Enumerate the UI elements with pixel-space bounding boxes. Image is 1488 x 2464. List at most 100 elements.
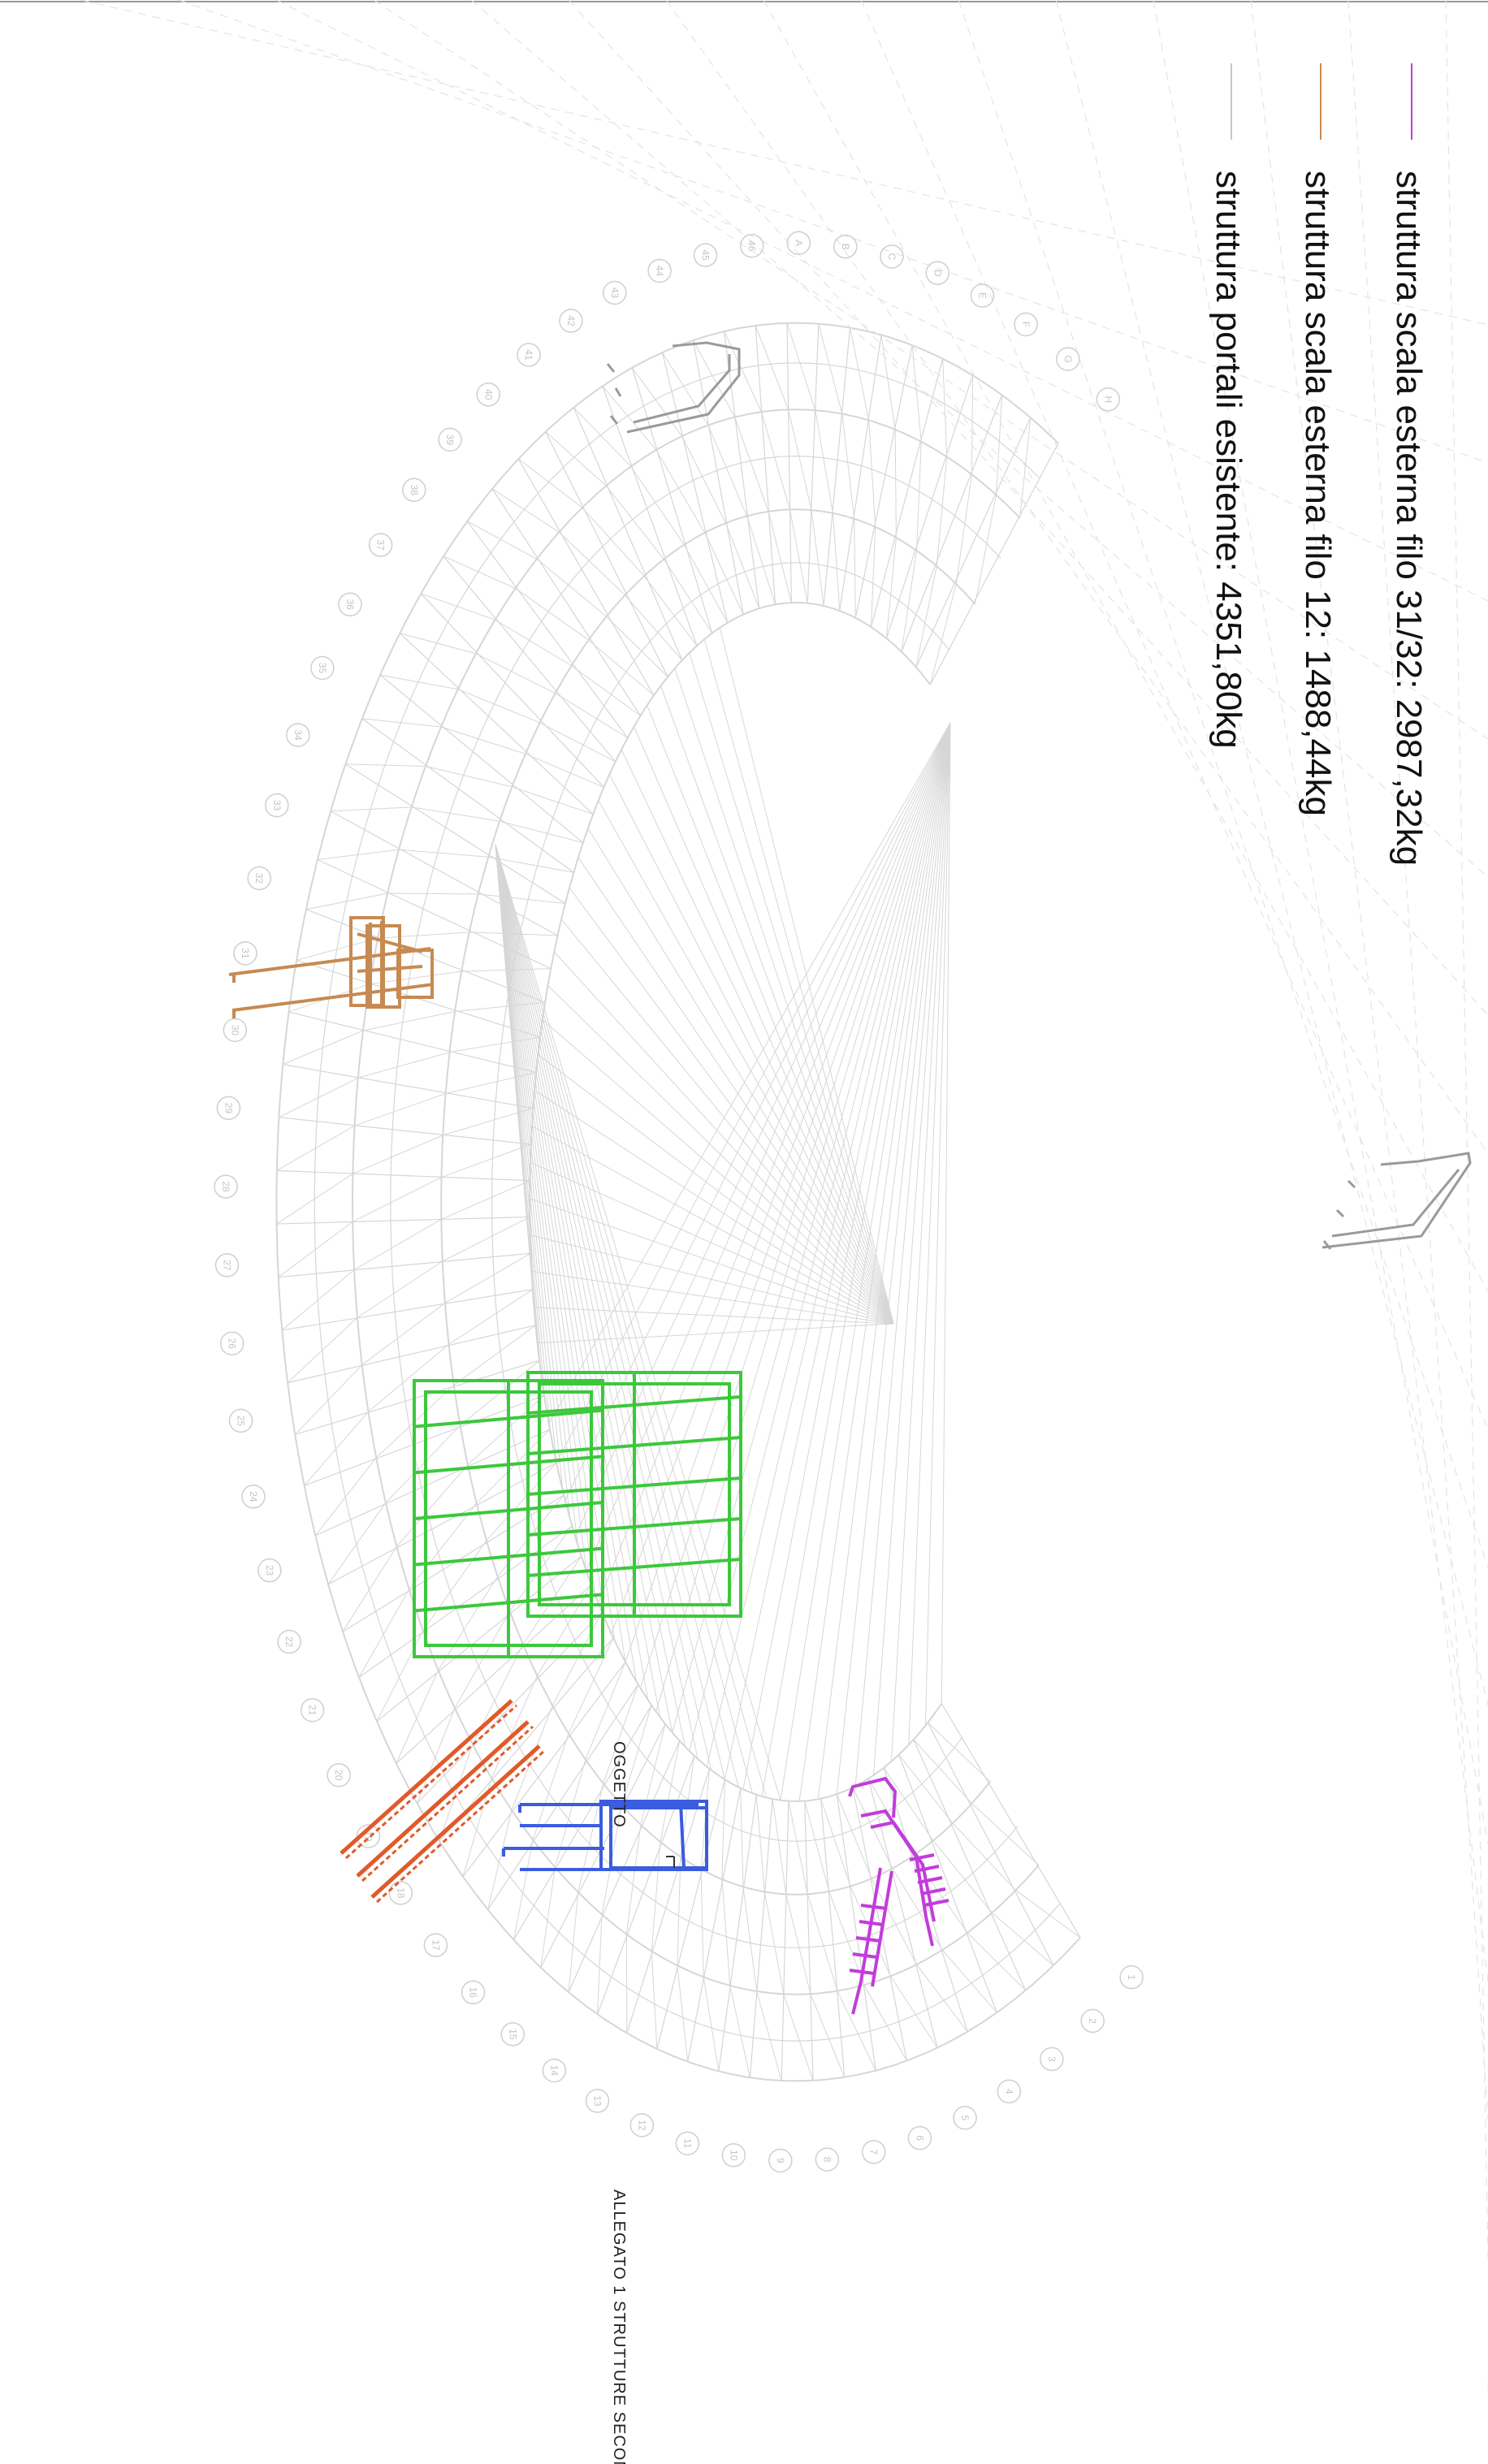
grid-bubble-circle	[223, 1018, 248, 1043]
existing-brace	[276, 1173, 353, 1225]
existing-brace	[890, 1976, 938, 2048]
grid-bubble: 46	[739, 233, 764, 258]
existing-brace	[660, 1740, 681, 1843]
grid-bubble-label: 5	[959, 2115, 971, 2120]
existing-cable	[495, 844, 649, 1701]
grid-bubble-label: 33	[271, 800, 283, 811]
existing-cable	[672, 722, 951, 1733]
existing-rib	[823, 327, 851, 607]
existing-rib	[941, 1703, 1081, 1939]
existing-brace	[916, 1964, 968, 2033]
existing-cable	[854, 722, 951, 1787]
grid-bubble-circle	[368, 533, 393, 557]
grid-axis-line	[373, 0, 1488, 740]
existing-rib	[839, 335, 882, 612]
existing-brace	[683, 544, 729, 624]
existing-brace	[915, 566, 937, 668]
grid-bubble: 13	[585, 2089, 610, 2113]
existing-brace	[513, 1839, 534, 1940]
red-beam-edge	[344, 1704, 518, 1860]
existing-brace	[871, 526, 876, 628]
existing-brace	[740, 1787, 744, 1887]
existing-brace	[353, 1218, 442, 1270]
existing-brace	[554, 1759, 586, 1868]
existing-brace	[536, 558, 607, 617]
existing-rib	[540, 1723, 666, 1968]
grid-bubble-circle	[721, 2142, 746, 2168]
existing-brace	[582, 507, 645, 577]
legend-label-stair-31-32: struttura scala esterna filo 31/32: 2987…	[1389, 171, 1429, 866]
existing-brace	[811, 509, 824, 607]
existing-brace	[585, 1662, 626, 1760]
existing-brace	[936, 456, 948, 567]
existing-rib	[420, 593, 604, 788]
grid-bubble-circle	[402, 478, 426, 503]
existing-rib	[330, 811, 558, 936]
grid-axis-line	[958, 0, 1488, 1568]
existing-brace	[605, 485, 664, 560]
existing-brace	[517, 458, 583, 508]
existing-rib	[883, 1767, 968, 2032]
existing-brace	[400, 633, 476, 655]
existing-brace	[409, 1502, 478, 1590]
existing-brace	[742, 1887, 758, 1992]
grid-bubble-label: E	[976, 292, 988, 299]
grid-bubble: 6	[907, 2125, 932, 2151]
existing-cable	[724, 722, 951, 1780]
existing-cable	[530, 1198, 894, 1325]
existing-cable	[556, 722, 951, 1463]
grid-bubble: 40	[476, 383, 501, 407]
existing-cable	[495, 844, 699, 1760]
grid-bubble: 24	[241, 1485, 266, 1509]
existing-brace	[387, 893, 478, 895]
grid-bubble-circle	[542, 2058, 567, 2083]
existing-cable	[495, 844, 781, 1800]
existing-brace	[789, 509, 808, 603]
grid-bubble: C	[880, 244, 904, 269]
existing-brace	[515, 587, 589, 641]
existing-rib	[376, 1555, 582, 1723]
existing-rib	[315, 1429, 551, 1537]
existing-brace	[788, 1800, 808, 1895]
grid-bubble-circle	[739, 233, 764, 258]
legend-item-stair-12: struttura scala esterna filo 12: 1488,44…	[1298, 63, 1338, 816]
grid-bubble: 39	[438, 427, 462, 452]
grid-bubble: 5	[953, 2105, 977, 2130]
existing-cable	[495, 844, 739, 1787]
grid-bubble: 3	[1040, 2047, 1064, 2072]
grid-bubble-circle	[277, 1629, 301, 1654]
existing-brace	[422, 1540, 487, 1632]
grid-bubble-label: 44	[654, 266, 665, 277]
grid-bubble-circle	[768, 2148, 793, 2173]
grid-bubble-label: 20	[333, 1770, 344, 1781]
grid-bubble-label: H	[1102, 396, 1114, 403]
red-beam	[356, 1720, 530, 1878]
grid-bubble: 14	[542, 2058, 567, 2083]
grid-bubble: 26	[219, 1331, 244, 1356]
existing-brace	[342, 1546, 397, 1632]
existing-brace	[281, 1269, 355, 1331]
stair-filo-31-32	[848, 1776, 949, 2015]
grid-bubble-circle	[517, 343, 541, 367]
existing-brace	[421, 593, 495, 620]
existing-cable	[577, 857, 894, 1325]
existing-brace	[832, 512, 841, 612]
existing-brace	[378, 932, 469, 939]
existing-cable	[817, 722, 951, 1800]
existing-brace	[901, 550, 918, 652]
existing-brace	[788, 409, 812, 511]
grid-bubble-label: 3	[1046, 2056, 1058, 2062]
existing-brace	[643, 575, 698, 646]
existing-brace	[755, 1794, 765, 1892]
grid-bubble-label: 13	[592, 2095, 603, 2107]
existing-rib	[631, 367, 713, 633]
grid-bubble-label: 31	[240, 948, 251, 959]
existing-rib	[513, 1705, 652, 1941]
existing-brace	[850, 327, 870, 421]
grid-bubble-label: 40	[482, 389, 494, 400]
grid-bubble-label: C	[886, 253, 898, 261]
existing-cable	[495, 844, 753, 1794]
existing-cable	[625, 722, 951, 1662]
existing-brace	[357, 1260, 443, 1318]
